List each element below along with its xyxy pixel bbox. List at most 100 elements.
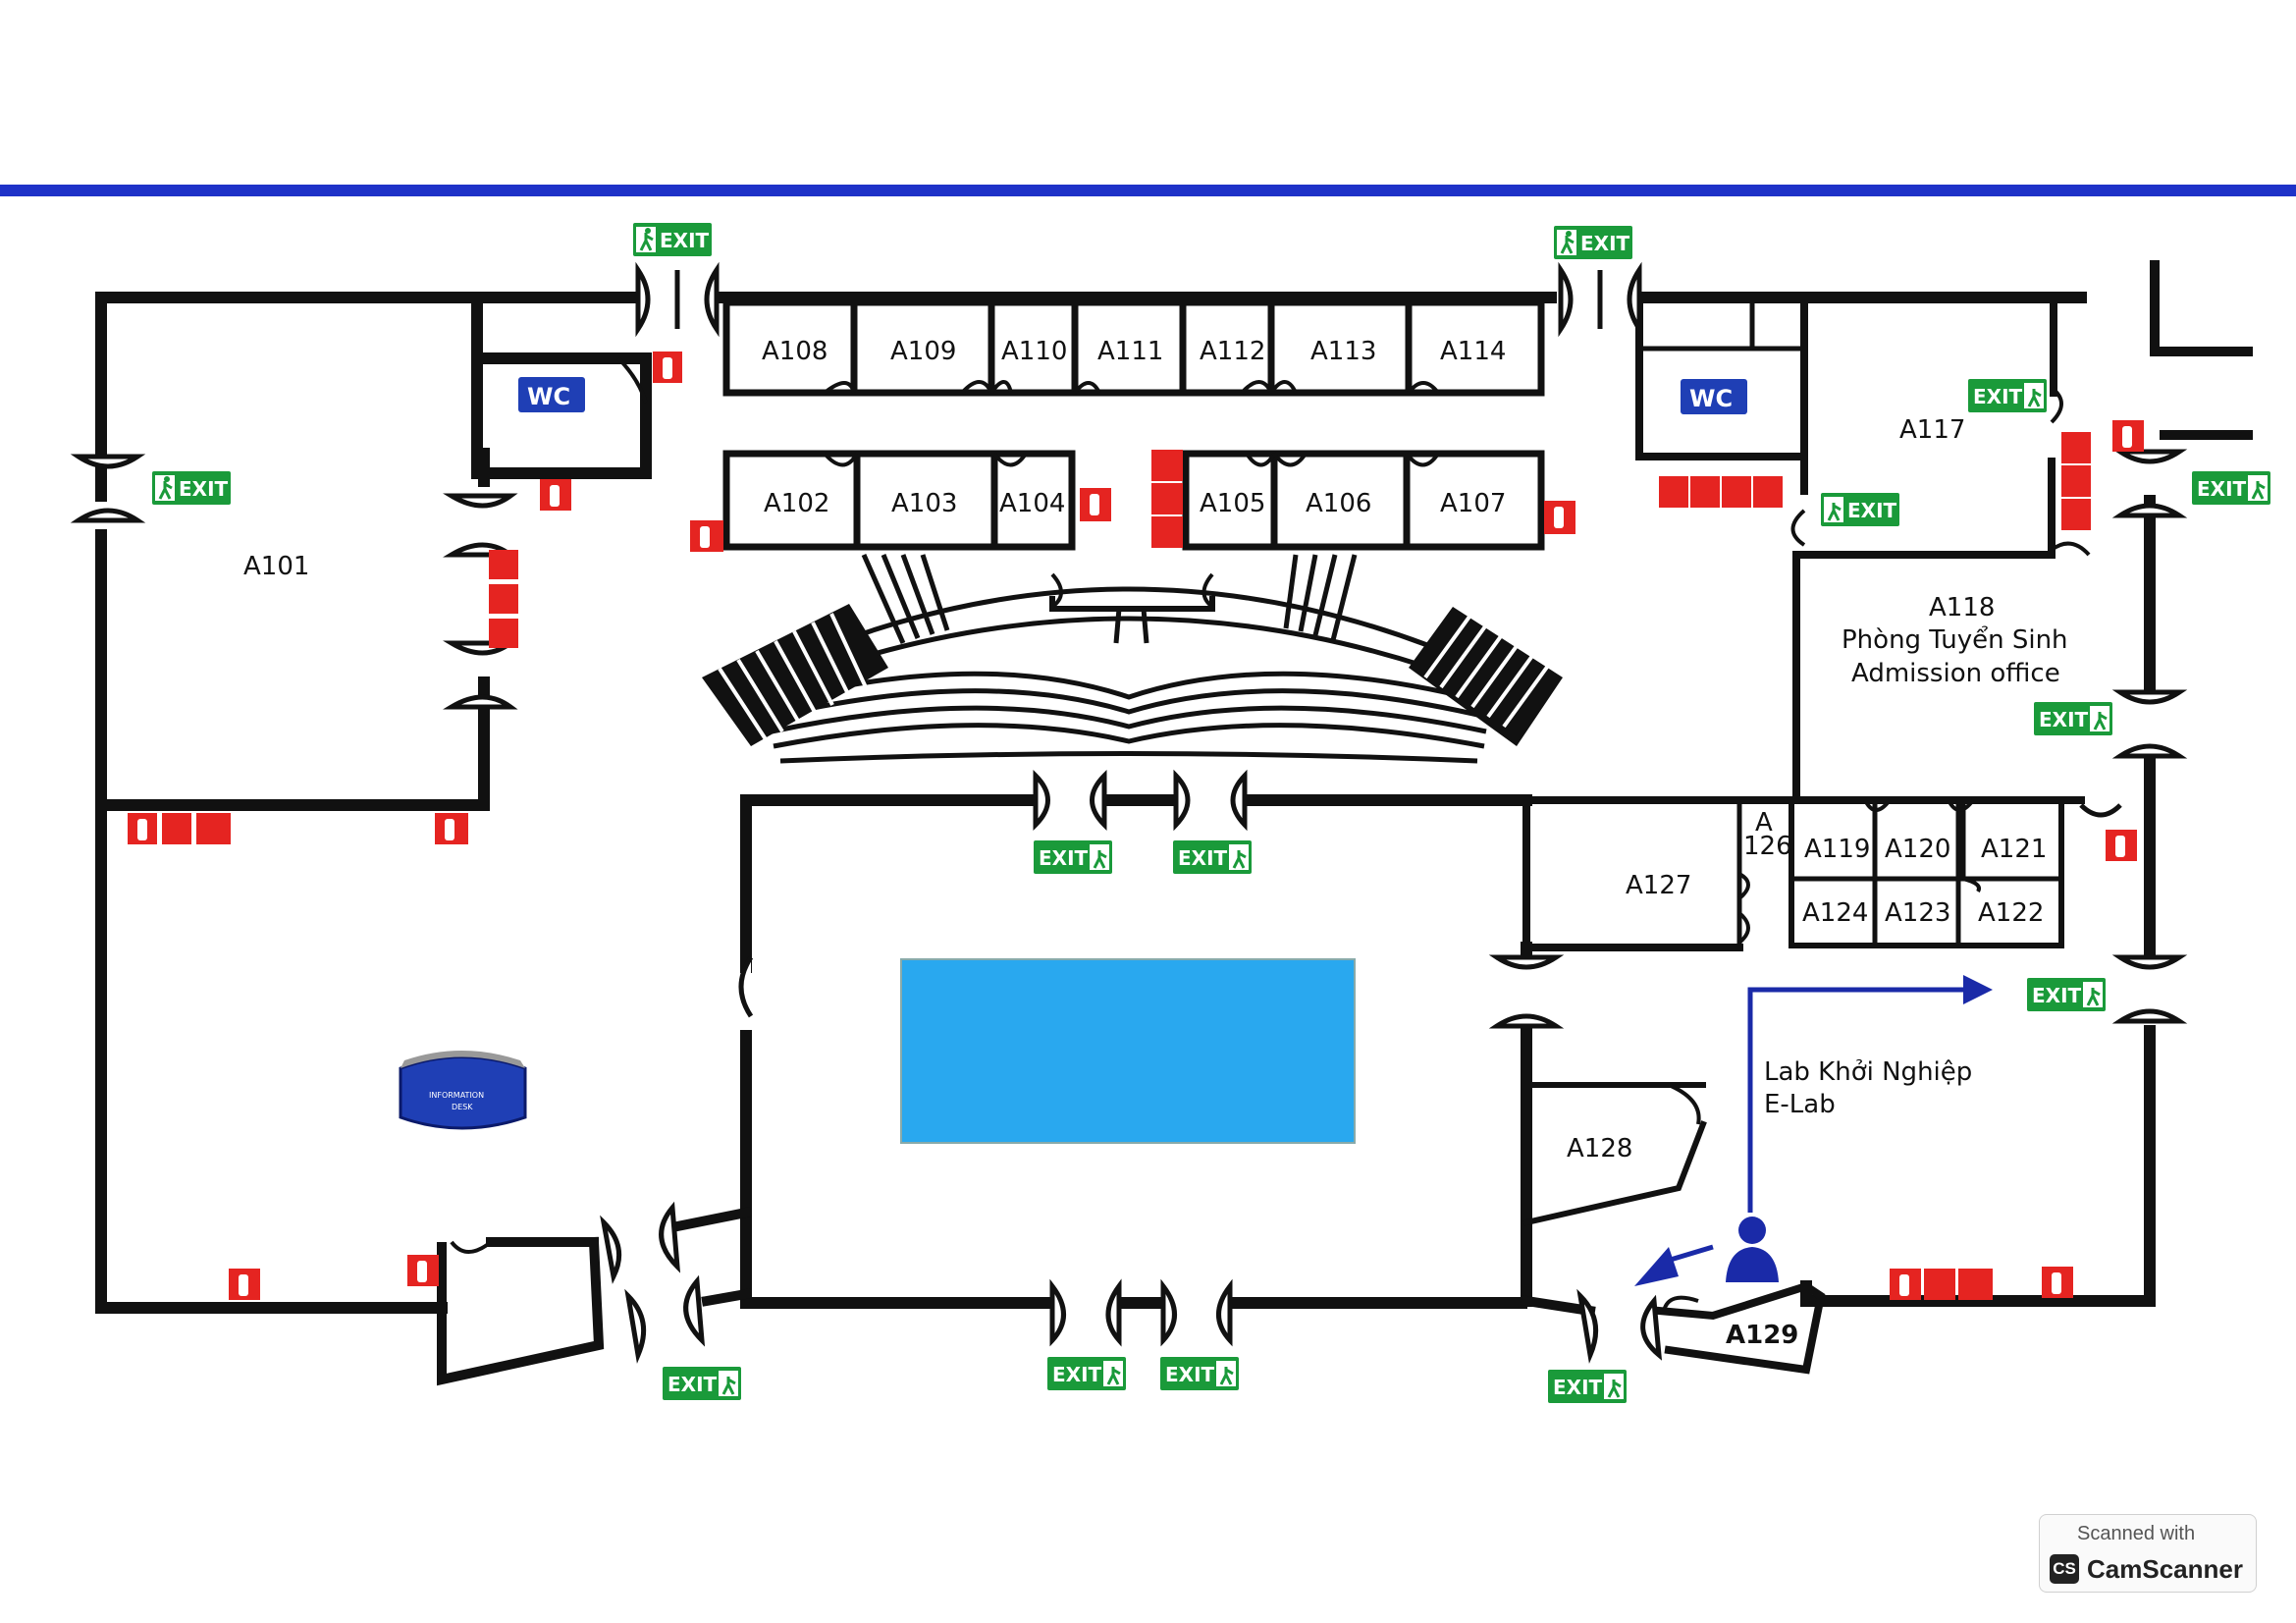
elab-label-en: E-Lab xyxy=(1764,1090,1836,1119)
svg-text:EXIT: EXIT xyxy=(1039,846,1089,870)
room-a113: A113 xyxy=(1310,337,1376,366)
elab-label-vi: Lab Khởi Nghiệp xyxy=(1764,1057,1972,1087)
watermark-line2: CamScanner xyxy=(2087,1554,2243,1584)
door-a101-2 xyxy=(443,640,518,710)
wc-sign-left: WC xyxy=(518,377,585,412)
running-man-exit-icon xyxy=(1607,1380,1622,1398)
door-bl-2 xyxy=(624,1274,706,1364)
room-a126-a: A xyxy=(1755,808,1773,838)
room-a120: A120 xyxy=(1885,835,1950,864)
running-man-exit-icon xyxy=(639,233,654,251)
room-a123: A123 xyxy=(1885,898,1950,928)
running-man-exit-icon xyxy=(2086,988,2101,1006)
exit-sign-right-1: EXIT xyxy=(2192,471,2270,505)
room-a101: A101 xyxy=(243,552,309,581)
fire-extinguisher-icon xyxy=(1659,476,1688,508)
door-right-2 xyxy=(2111,689,2188,759)
watermark-line1: Scanned with xyxy=(2077,1523,2196,1544)
room-a102: A102 xyxy=(764,489,829,518)
room-a122: A122 xyxy=(1978,898,2044,928)
fire-extinguisher-icon xyxy=(1924,1269,1955,1300)
running-man-exit-icon xyxy=(158,481,173,500)
running-man-exit-icon xyxy=(2093,712,2108,730)
exit-sign-bottom-2: EXIT xyxy=(1160,1357,1239,1390)
door-pool-bottom-2 xyxy=(1160,1278,1233,1347)
running-man-exit-icon xyxy=(1219,1367,1234,1385)
svg-text:EXIT: EXIT xyxy=(1165,1363,1215,1386)
exit-signs: EXIT EXIT EXIT EXIT EXIT xyxy=(152,223,2270,1403)
running-man-exit-icon xyxy=(721,1377,736,1395)
exit-sign-bottom-left: EXIT xyxy=(663,1367,741,1400)
camscanner-watermark: Scanned with CS CamScanner xyxy=(2039,1514,2257,1593)
svg-text:WC: WC xyxy=(1689,385,1733,412)
running-man-exit-icon xyxy=(1106,1367,1121,1385)
exit-sign-pool-2: EXIT xyxy=(1173,840,1252,874)
svg-text:EXIT: EXIT xyxy=(1052,1363,1102,1386)
room-a119: A119 xyxy=(1804,835,1870,864)
single-doors xyxy=(450,356,2091,1312)
room-a109: A109 xyxy=(890,337,956,366)
fire-extinguisher-icon xyxy=(162,813,191,844)
running-man-exit-icon xyxy=(2027,389,2042,407)
exit-sign-a117-top: EXIT xyxy=(1968,379,2047,412)
stair-right xyxy=(1409,607,1563,746)
fire-extinguisher-icon xyxy=(489,584,518,614)
running-man-exit-icon xyxy=(2251,481,2266,500)
door-pool-top-2 xyxy=(1173,769,1248,832)
fire-extinguisher-icon xyxy=(1690,476,1720,508)
svg-text:EXIT: EXIT xyxy=(1973,385,2023,408)
room-a118-en: Admission office xyxy=(1851,659,2060,688)
svg-text:EXIT: EXIT xyxy=(1847,499,1897,522)
exit-sign-right-3: EXIT xyxy=(2027,978,2106,1011)
svg-text:EXIT: EXIT xyxy=(2032,984,2082,1007)
door-top-right xyxy=(1558,261,1642,338)
room-a114: A114 xyxy=(1440,337,1506,366)
room-a117: A117 xyxy=(1899,415,1965,445)
svg-text:DESK: DESK xyxy=(452,1103,473,1111)
fire-extinguisher-icon xyxy=(2061,432,2091,463)
you-are-here-person-icon xyxy=(1726,1217,1779,1282)
walls xyxy=(95,260,2253,1386)
exit-sign-left: EXIT xyxy=(152,471,231,505)
top-banner-strip xyxy=(0,185,2296,196)
running-man-exit-icon xyxy=(1093,850,1107,869)
fire-extinguisher-icon xyxy=(1151,450,1183,481)
svg-text:EXIT: EXIT xyxy=(660,229,710,252)
route-arrows xyxy=(1634,975,1993,1286)
fire-extinguisher-icon xyxy=(1722,476,1751,508)
room-labels: A101 A108 A109 A110 A111 A112 A113 A114 … xyxy=(243,337,2068,1350)
fire-extinguisher-icon xyxy=(2061,465,2091,497)
stair-left xyxy=(702,604,888,746)
exit-sign-a117-bottom: EXIT xyxy=(1821,493,1899,526)
information-desk: INFORMATION DESK xyxy=(399,1051,527,1130)
door-right-3 xyxy=(2111,954,2188,1024)
fire-extinguisher-icon xyxy=(2061,499,2091,530)
fire-extinguisher-icon xyxy=(196,813,231,844)
room-a121: A121 xyxy=(1981,835,2047,864)
svg-text:WC: WC xyxy=(527,383,570,410)
room-a104: A104 xyxy=(999,489,1065,518)
room-a106: A106 xyxy=(1306,489,1371,518)
svg-text:EXIT: EXIT xyxy=(179,477,229,501)
fire-extinguisher-icon xyxy=(1753,476,1783,508)
exit-sign-pool-1: EXIT xyxy=(1034,840,1112,874)
double-doors xyxy=(70,261,2188,1364)
exit-sign-right-2: EXIT xyxy=(2034,702,2112,735)
door-a129 xyxy=(1576,1288,1663,1364)
room-a107: A107 xyxy=(1440,489,1506,518)
svg-text:EXIT: EXIT xyxy=(2197,477,2247,501)
room-a110: A110 xyxy=(1001,337,1067,366)
wc-sign-right: WC xyxy=(1681,379,1747,414)
door-top-left xyxy=(635,261,720,338)
room-a118-vi: Phòng Tuyển Sinh xyxy=(1842,624,2068,655)
room-a112: A112 xyxy=(1200,337,1265,366)
room-a103: A103 xyxy=(891,489,957,518)
fire-extinguisher-icon xyxy=(1151,483,1183,514)
room-a105: A105 xyxy=(1200,489,1265,518)
room-a124: A124 xyxy=(1802,898,1868,928)
fire-extinguisher-icon xyxy=(489,550,518,579)
fire-extinguisher-icon xyxy=(489,619,518,648)
door-a118 xyxy=(2079,803,2122,818)
exit-sign-top-right: EXIT xyxy=(1554,226,1632,259)
